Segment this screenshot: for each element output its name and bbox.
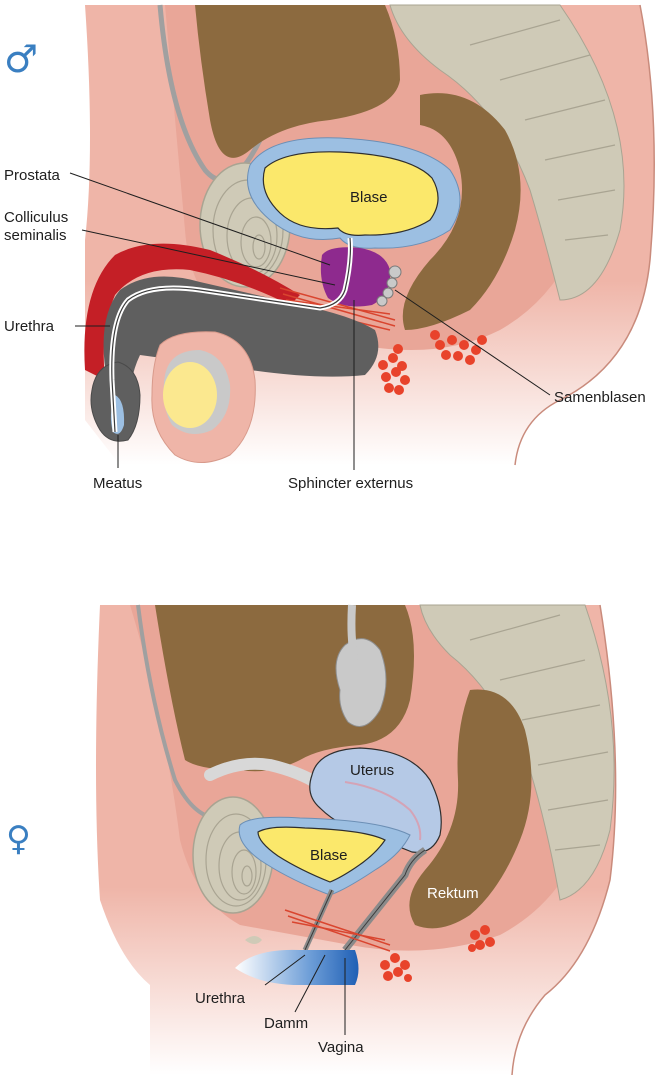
male-label-meatus: Meatus	[93, 475, 142, 492]
male-symbol-icon: ♂	[4, 37, 38, 81]
male-label-colliculus: Colliculus	[4, 209, 68, 226]
female-label-blase: Blase	[310, 847, 348, 864]
male-label-blase: Blase	[350, 189, 388, 206]
male-label-seminalis: seminalis	[4, 227, 67, 244]
male-label-samenblasen: Samenblasen	[554, 389, 646, 406]
male-label-prostata: Prostata	[4, 167, 61, 184]
female-label-uterus: Uterus	[350, 762, 394, 779]
male-label-urethra: Urethra	[4, 318, 55, 335]
female-label-damm: Damm	[264, 1015, 308, 1032]
male-label-sphincter: Sphincter externus	[288, 475, 413, 492]
male-diagram: ♂ Prostata Colliculus seminalis Urethra …	[4, 5, 654, 492]
female-label-vagina: Vagina	[318, 1039, 364, 1056]
female-label-rektum: Rektum	[427, 885, 479, 902]
female-ovary	[336, 639, 386, 727]
male-testis	[163, 350, 230, 434]
female-symbol-icon: ♀	[6, 819, 31, 859]
female-diagram: ♀ Uterus Blase Rektum Urethra Damm Vagin…	[6, 605, 616, 1075]
female-label-urethra: Urethra	[195, 990, 246, 1007]
female-tube	[351, 605, 355, 660]
